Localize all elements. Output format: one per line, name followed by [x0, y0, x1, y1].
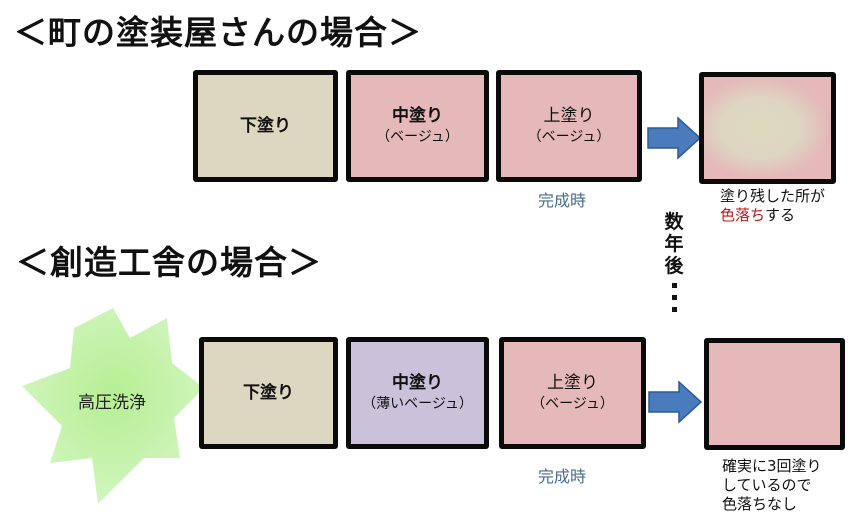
completion-label: 完成時 [538, 191, 587, 210]
result-note-rest: する [765, 206, 796, 224]
result-note: 塗り残した所が 色落ちする [720, 187, 825, 225]
box-title: 上塗り [543, 106, 595, 126]
box-subtitle: （薄いベージュ） [362, 396, 473, 412]
topcoat-box: 上塗り （ベージュ） [499, 337, 646, 449]
ellipsis-dots [662, 283, 686, 312]
years-char: 年 [664, 233, 684, 255]
starburst-shape [22, 308, 204, 504]
result-note-line: しているので [722, 476, 812, 494]
box-title: 中塗り [392, 106, 443, 126]
years-char: 後 [664, 255, 684, 277]
high-pressure-wash-label: 高圧洗浄 [78, 393, 146, 413]
topcoat-box: 上塗り （ベージュ） [496, 70, 642, 182]
undercoat-box: 下塗り [199, 337, 338, 449]
box-title: 下塗り [240, 116, 291, 136]
box-title: 中塗り [392, 373, 443, 393]
box-title: 下塗り [243, 383, 294, 403]
arrow-right-icon [647, 116, 702, 160]
section2-heading: ＜創造工舎の場合＞ [16, 243, 322, 282]
completion-label: 完成時 [538, 467, 587, 486]
undercoat-box: 下塗り [193, 70, 338, 182]
result-note-line: 確実に3回塗り [722, 457, 822, 475]
result-note-line1: 塗り残した所が [720, 187, 826, 205]
years-char: 数 [664, 211, 684, 233]
box-subtitle: （ベージュ） [376, 129, 459, 145]
section1-heading: ＜町の塗装屋さんの場合＞ [14, 13, 422, 52]
midcoat-box: 中塗り （ベージュ） [346, 70, 489, 182]
result-note-line2: 色落ちする [720, 206, 825, 225]
box-title: 上塗り [547, 373, 598, 393]
box-subtitle: （ベージュ） [531, 396, 614, 412]
result-box [704, 338, 845, 450]
result-note-red: 色落ち [720, 206, 766, 224]
result-note: 確実に3回塗り しているので 色落ちなし [722, 457, 822, 514]
box-subtitle: （ベージュ） [527, 129, 611, 145]
arrow-right-icon [648, 380, 703, 424]
years-later-label: 数 年 後 [662, 211, 686, 312]
midcoat-box: 中塗り （薄いベージュ） [346, 337, 489, 449]
faded-result-box [699, 72, 836, 184]
result-note-line: 色落ちなし [722, 495, 798, 513]
